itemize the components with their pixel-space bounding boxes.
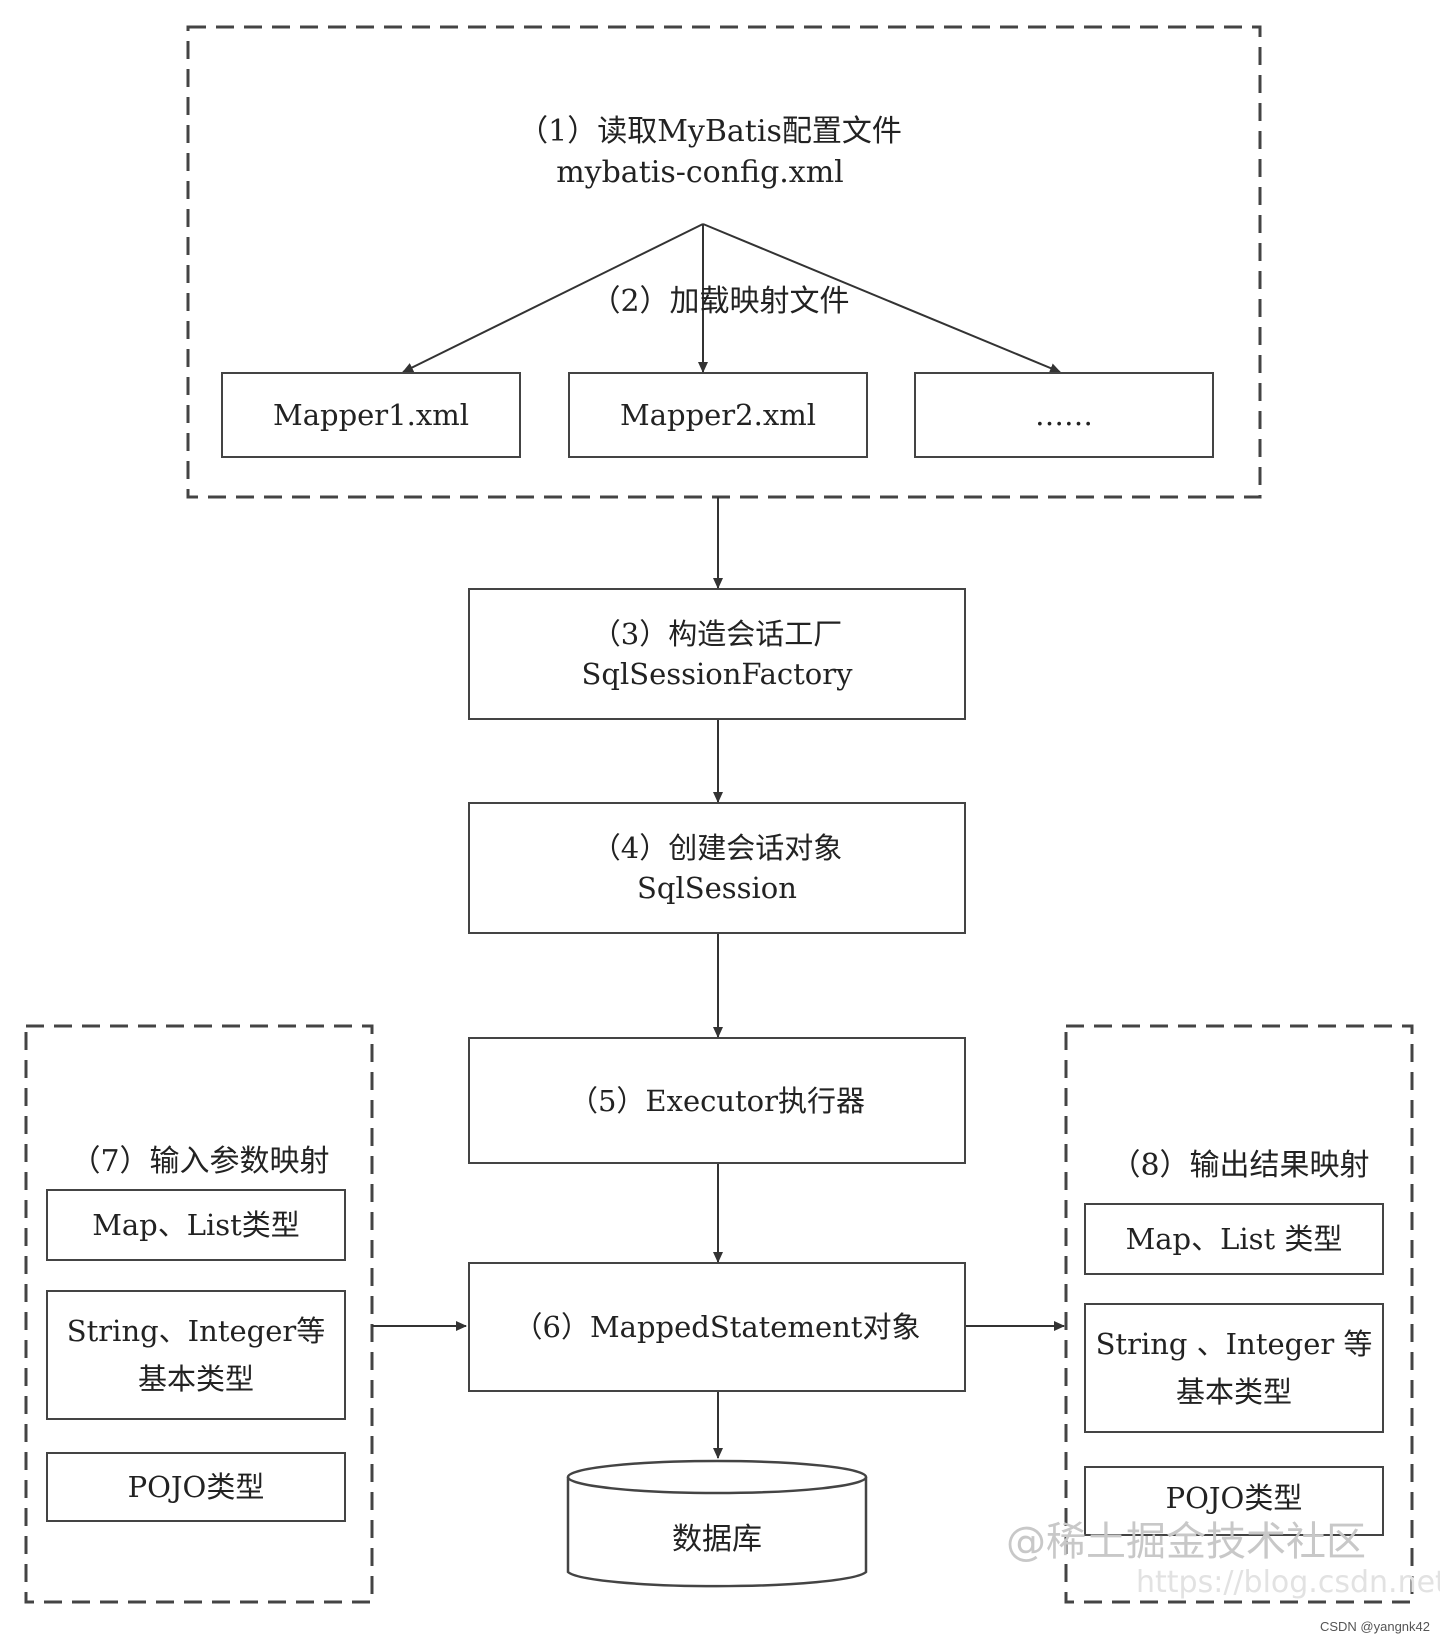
step4-label: （4）创建会话对象	[591, 831, 843, 865]
input-type-pojo-label: POJO类型	[127, 1470, 265, 1504]
input-type-basic: String、Integer等 基本类型	[46, 1290, 346, 1420]
arrow-to-mapper1	[402, 223, 704, 373]
step3-label: （3）构造会话工厂	[591, 617, 843, 651]
step1-label: （1）读取MyBatis配置文件	[518, 114, 902, 149]
session-factory-label: SqlSessionFactory	[581, 657, 853, 691]
mapper-more-label: ……	[1035, 398, 1093, 432]
step7-label: （7）输入参数映射	[70, 1144, 330, 1179]
csdn-credit: CSDN @yangnk42	[1319, 1619, 1430, 1634]
step6-label: （6）MappedStatement对象	[513, 1310, 921, 1344]
mapper2-label: Mapper2.xml	[620, 398, 816, 432]
input-mapping-group-border	[24, 1024, 374, 1604]
input-type-pojo: POJO类型	[46, 1452, 346, 1522]
step5-label: （5）Executor执行器	[568, 1083, 866, 1118]
output-type-map-list-label: Map、List 类型	[1125, 1222, 1343, 1256]
output-mapping-group-border	[1064, 1024, 1414, 1604]
output-type-basic-line2: 基本类型	[1175, 1375, 1292, 1409]
mapped-statement-box: （6）MappedStatement对象	[468, 1262, 966, 1392]
output-type-basic: String 、Integer 等 基本类型	[1084, 1303, 1384, 1433]
config-group-border	[186, 25, 1262, 499]
output-type-pojo: POJO类型	[1084, 1466, 1384, 1536]
executor-box: （5）Executor执行器	[468, 1037, 966, 1164]
arrow-to-mapper-more	[702, 223, 1061, 373]
input-type-basic-line1: String、Integer等	[66, 1314, 326, 1348]
database-cylinder	[566, 1459, 868, 1588]
database-label: 数据库	[672, 1522, 762, 1557]
step2-label: （2）加载映射文件	[590, 284, 850, 319]
output-type-map-list: Map、List 类型	[1084, 1203, 1384, 1275]
session-box: （4）创建会话对象 SqlSession	[468, 802, 966, 934]
output-type-basic-line1: String 、Integer 等	[1095, 1327, 1373, 1361]
input-type-basic-line2: 基本类型	[137, 1362, 254, 1396]
input-type-map-list-label: Map、List类型	[92, 1208, 300, 1242]
session-factory-box: （3）构造会话工厂 SqlSessionFactory	[468, 588, 966, 720]
mapper2-box: Mapper2.xml	[568, 372, 868, 458]
step8-label: （8）输出结果映射	[1110, 1148, 1370, 1183]
mapper1-box: Mapper1.xml	[221, 372, 521, 458]
session-label: SqlSession	[637, 871, 797, 905]
input-type-map-list: Map、List类型	[46, 1189, 346, 1261]
mapper1-label: Mapper1.xml	[273, 398, 469, 432]
config-file-label: mybatis-config.xml	[556, 155, 844, 190]
mapper-more-box: ……	[914, 372, 1214, 458]
watermark-main: @稀土掘金技术社区	[1006, 1519, 1366, 1565]
watermark-url: https://blog.csdn.net	[1136, 1565, 1440, 1600]
output-type-pojo-label: POJO类型	[1165, 1481, 1303, 1515]
